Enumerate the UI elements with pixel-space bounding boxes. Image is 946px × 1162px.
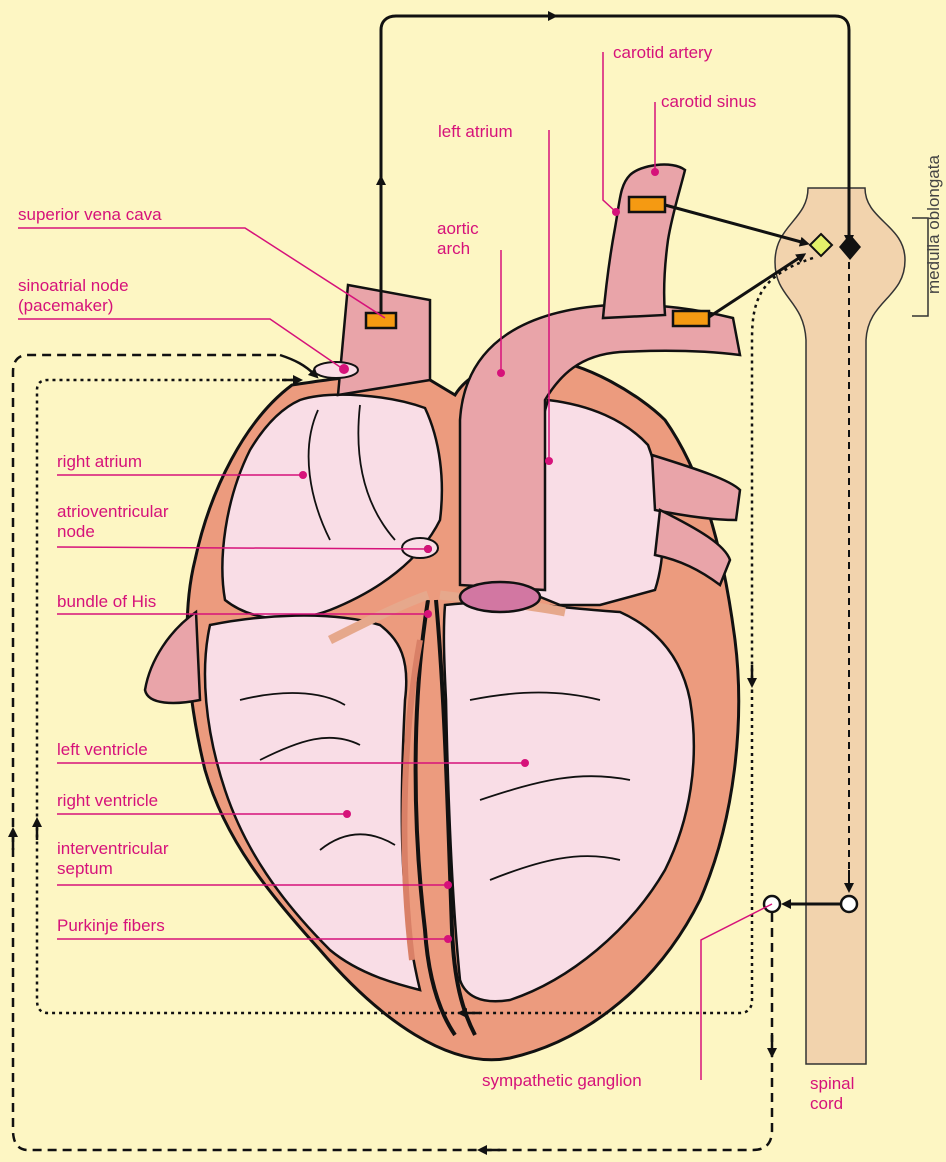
label-right-atrium: right atrium xyxy=(57,452,142,472)
label-carotid-artery: carotid artery xyxy=(613,43,712,63)
pulmonary-vein xyxy=(652,455,740,520)
label-medulla-oblongata: medulla oblongata xyxy=(924,155,944,294)
right-atrial-appendage xyxy=(145,612,200,703)
label-bundle-of-his: bundle of His xyxy=(57,592,156,612)
label-sinoatrial-node: sinoatrial node (pacemaker) xyxy=(18,276,129,316)
aorta-base xyxy=(460,582,540,612)
aortic-arch-sensor xyxy=(673,311,709,326)
atrioventricular-node xyxy=(402,538,438,558)
label-left-ventricle: left ventricle xyxy=(57,740,148,760)
label-right-ventricle: right ventricle xyxy=(57,791,158,811)
superior-vena-cava xyxy=(338,285,430,395)
carotid-afferent-pathway xyxy=(665,205,805,243)
label-aortic-arch: aortic arch xyxy=(437,219,479,259)
spinal-cord xyxy=(775,188,905,1064)
label-interventricular-septum: interventricular septum xyxy=(57,839,169,879)
label-atrioventricular-node: atrioventricular node xyxy=(57,502,169,542)
label-sympathetic-ganglion: sympathetic ganglion xyxy=(482,1071,642,1091)
label-superior-vena-cava: superior vena cava xyxy=(18,205,162,225)
sinoatrial-node-marker xyxy=(339,364,349,374)
label-purkinje-fibers: Purkinje fibers xyxy=(57,916,165,936)
label-spinal-cord: spinal cord xyxy=(810,1074,854,1114)
label-carotid-sinus: carotid sinus xyxy=(661,92,756,112)
flow-arrow xyxy=(280,355,315,375)
spinal-relay-node xyxy=(841,896,857,912)
carotid-artery xyxy=(603,165,685,318)
label-left-atrium: left atrium xyxy=(438,122,513,142)
carotid-sinus-sensor xyxy=(629,197,665,212)
